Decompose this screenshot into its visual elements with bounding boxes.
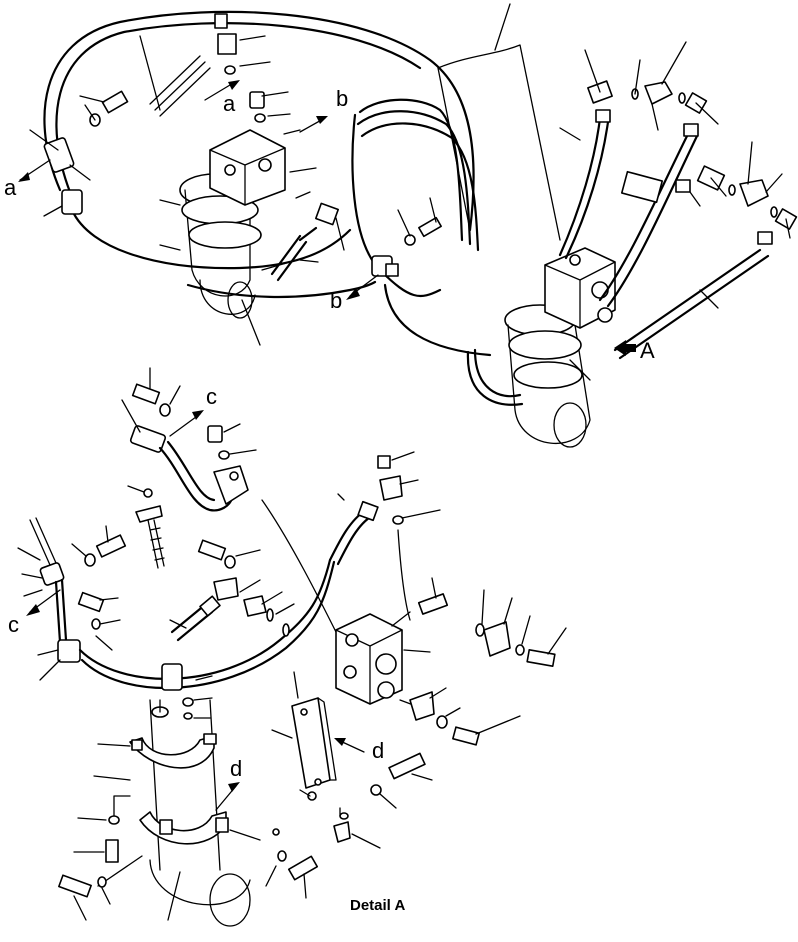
top-fitting xyxy=(214,13,266,123)
bolt-near-b xyxy=(397,197,442,246)
callout-A: A xyxy=(640,338,655,363)
bolt-upper-left xyxy=(89,90,129,127)
callout-b-left: b xyxy=(330,288,342,313)
threaded-rod xyxy=(149,55,211,117)
hose-long-loop xyxy=(43,10,475,232)
callout-a-top: a xyxy=(223,91,236,116)
upper-valve-block xyxy=(209,129,286,206)
clamp-b xyxy=(371,255,399,277)
threaded-stud xyxy=(135,505,165,569)
callout-c-top: c xyxy=(206,384,217,409)
side-fitting xyxy=(270,202,339,282)
arrow-d-right xyxy=(334,738,365,753)
boom-column xyxy=(437,44,561,241)
right-column-assembly: b A xyxy=(330,3,798,448)
arrow-A xyxy=(614,340,636,356)
cable-left xyxy=(17,517,336,689)
bolts-below-bracket xyxy=(299,752,433,849)
arrow-a-left xyxy=(18,159,51,182)
arrow-c-top xyxy=(169,410,204,437)
detail-lower-cylinder xyxy=(93,663,251,927)
upper-assembly: a a b xyxy=(4,10,475,346)
bolts-bottom-left xyxy=(58,815,120,921)
callout-b-top: b xyxy=(336,86,348,111)
clamp-a xyxy=(43,137,83,215)
leader-lines-upper-left xyxy=(29,35,345,346)
callout-d-center: d xyxy=(230,756,242,781)
bolts-top-c xyxy=(131,367,257,460)
arrow-d-center xyxy=(215,782,240,811)
detail-valve-block xyxy=(335,611,431,707)
callout-d-right: d xyxy=(372,738,384,763)
leader-lines-right xyxy=(559,41,791,381)
bolts-center-bottom xyxy=(229,828,319,899)
arrow-a-top xyxy=(204,80,240,101)
upper-pipe-c xyxy=(121,399,249,512)
callout-a-left: a xyxy=(4,175,17,200)
arrow-c-left xyxy=(26,589,61,616)
arrow-b-left xyxy=(346,274,379,300)
hose-lower-loop xyxy=(70,208,352,270)
bracket-plate xyxy=(271,671,337,789)
hose-detail-upper-right xyxy=(328,451,441,566)
detail-caption: Detail A xyxy=(350,897,405,914)
detail-A-exploded-view: c c xyxy=(8,367,567,927)
bolts-detail-right xyxy=(409,577,567,746)
arrow-b-top xyxy=(299,116,328,133)
bolts-left-middle xyxy=(71,525,127,651)
bolts-center xyxy=(169,539,295,642)
callout-c-left: c xyxy=(8,612,19,637)
right-valve-block xyxy=(544,247,616,329)
right-fittings xyxy=(587,80,798,245)
